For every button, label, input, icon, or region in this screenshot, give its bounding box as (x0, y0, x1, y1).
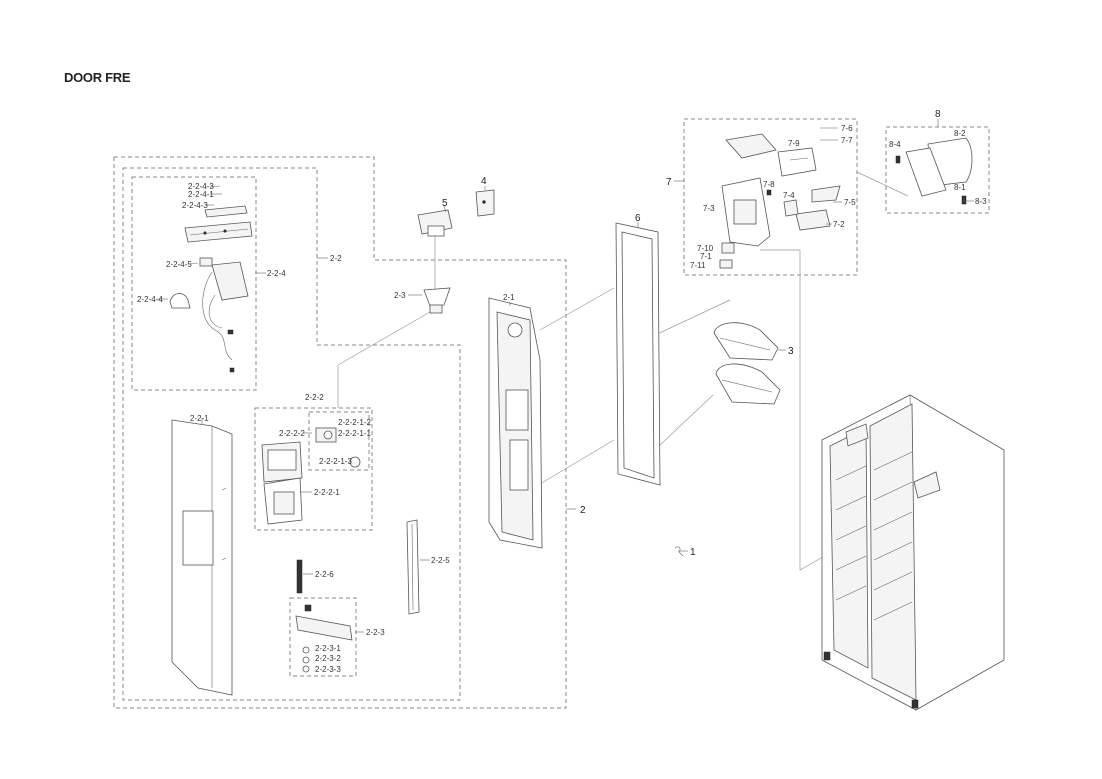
group-2-boundary (113, 156, 567, 709)
label-8-3: 8-3 (975, 197, 987, 206)
label-2-2-2-2: 2-2-2-2 (279, 429, 305, 438)
part-2-2-2-1-3-spring (349, 456, 361, 468)
label-2-2-2-1-3: 2-2-2-1-3 (319, 457, 352, 466)
label-2-2-3-3: 2-2-3-3 (315, 665, 341, 674)
part-2-2-6-heater-strip (296, 559, 303, 594)
part-8-1-bracket (905, 147, 947, 197)
part-3-bin-upper (713, 322, 779, 361)
label-2-2-3: 2-2-3 (366, 628, 385, 637)
leader-7-to-cabinet (760, 249, 836, 571)
part-7-ice-maker (777, 147, 817, 177)
group-2-2-2-1-boundary (308, 411, 370, 471)
label-4: 4 (481, 176, 487, 187)
leader-2-3-to-2-2-2 (337, 311, 431, 366)
part-2-2-3-board (295, 604, 353, 673)
leader-door-to-gasket-a (539, 287, 615, 331)
label-2-2-5: 2-2-5 (431, 556, 450, 565)
leader-7-to-8 (856, 171, 909, 197)
part-2-2-4-4-clip (169, 293, 191, 309)
label-7-3: 7-3 (703, 204, 715, 213)
group-2-2-2-boundary (254, 407, 373, 531)
label-2-2-4-1: 2-2-4-1 (188, 190, 214, 199)
label-leader-ticks (158, 119, 974, 633)
part-8-4-screw (895, 155, 901, 164)
label-2-2-2-1-2: 2-2-2-1-2 (338, 418, 371, 427)
part-8-3-screw (961, 195, 967, 205)
label-2-3: 2-3 (394, 291, 406, 300)
group-2-2-3-boundary (289, 597, 357, 677)
part-2-2-4-5-connector (199, 257, 213, 267)
label-2-2-3-2: 2-2-3-2 (315, 654, 341, 663)
label-2-2-4: 2-2-4 (267, 269, 286, 278)
part-2-2-4-board (184, 221, 253, 243)
part-2-2-2-1-2-actuator (315, 427, 337, 443)
label-7-4: 7-4 (783, 191, 795, 200)
part-2-1-door-liner (488, 297, 543, 549)
part-2-2-4-3-cover (204, 205, 248, 218)
label-1: 1 (690, 547, 696, 558)
part-1-clip (674, 546, 684, 557)
label-5: 5 (442, 198, 448, 209)
label-8: 8 (935, 109, 941, 120)
label-2-2-2-1: 2-2-2-1 (314, 488, 340, 497)
part-2-2-2-1-housing (263, 477, 303, 525)
part-7-9-ice-maker-cover (725, 133, 777, 159)
leader-gasket-to-bin-b (659, 394, 714, 446)
label-7: 7 (666, 177, 672, 188)
part-2-2-2-2-display (261, 441, 303, 483)
part-7-4-clip (783, 199, 799, 217)
label-2-2-2-1-1: 2-2-2-1-1 (338, 429, 371, 438)
label-2-2-4-3: 2-2-4-3 (182, 201, 208, 210)
label-2-2-1: 2-2-1 (190, 414, 209, 423)
label-3: 3 (788, 346, 794, 357)
label-2-2-3-1: 2-2-3-1 (315, 644, 341, 653)
label-8-1: 8-1 (954, 183, 966, 192)
refrigerator-cabinet (821, 394, 1005, 711)
part-2-2-1-door-panel (171, 419, 233, 696)
part-3-bin-lower (715, 363, 781, 405)
label-2-2-4-3-top: 2-2-4-3 (188, 182, 214, 191)
label-7-2: 7-2 (833, 220, 845, 229)
page-title: DOOR FRE (64, 70, 131, 85)
label-2-2-4-4: 2-2-4-4 (137, 295, 163, 304)
label-8-4: 8-4 (889, 140, 901, 149)
label-8-2: 8-2 (954, 129, 966, 138)
part-2-3-funnel (423, 287, 451, 314)
label-7-10: 7-10 (697, 244, 714, 253)
label-2-2: 2-2 (330, 254, 342, 263)
part-7-3-housing (721, 177, 771, 247)
label-2-2-6: 2-2-6 (315, 570, 334, 579)
label-7-1: 7-1 (700, 252, 712, 261)
part-7-5-duct (811, 185, 841, 203)
label-7-7: 7-7 (841, 136, 853, 145)
label-7-5: 7-5 (844, 198, 856, 207)
part-5-bracket (417, 209, 453, 237)
group-2-2-boundary (122, 167, 461, 701)
part-7-8-screw (766, 189, 772, 196)
part-4-switch (475, 189, 495, 217)
label-7-6: 7-6 (841, 124, 853, 133)
group-7-boundary (683, 118, 858, 276)
label-2-1: 2-1 (503, 293, 515, 302)
part-6-gasket (615, 222, 661, 486)
label-7-11: 7-11 (690, 261, 706, 270)
part-7-10-motor (719, 242, 735, 269)
group-2-2-4-boundary (131, 176, 257, 391)
part-2-2-4-harness (202, 261, 249, 373)
part-2-2-5-trim (406, 519, 420, 615)
label-7-8: 7-8 (763, 180, 775, 189)
label-7-9: 7-9 (788, 139, 800, 148)
label-2-2-4-5: 2-2-4-5 (166, 260, 192, 269)
label-2: 2 (580, 505, 586, 516)
label-6: 6 (635, 213, 641, 224)
group-8-boundary (885, 126, 990, 214)
cabinet-shelves (835, 451, 913, 621)
leader-door-to-gasket-b (539, 439, 615, 485)
part-7-2-tray (795, 209, 831, 231)
label-2-2-2: 2-2-2 (305, 393, 324, 402)
